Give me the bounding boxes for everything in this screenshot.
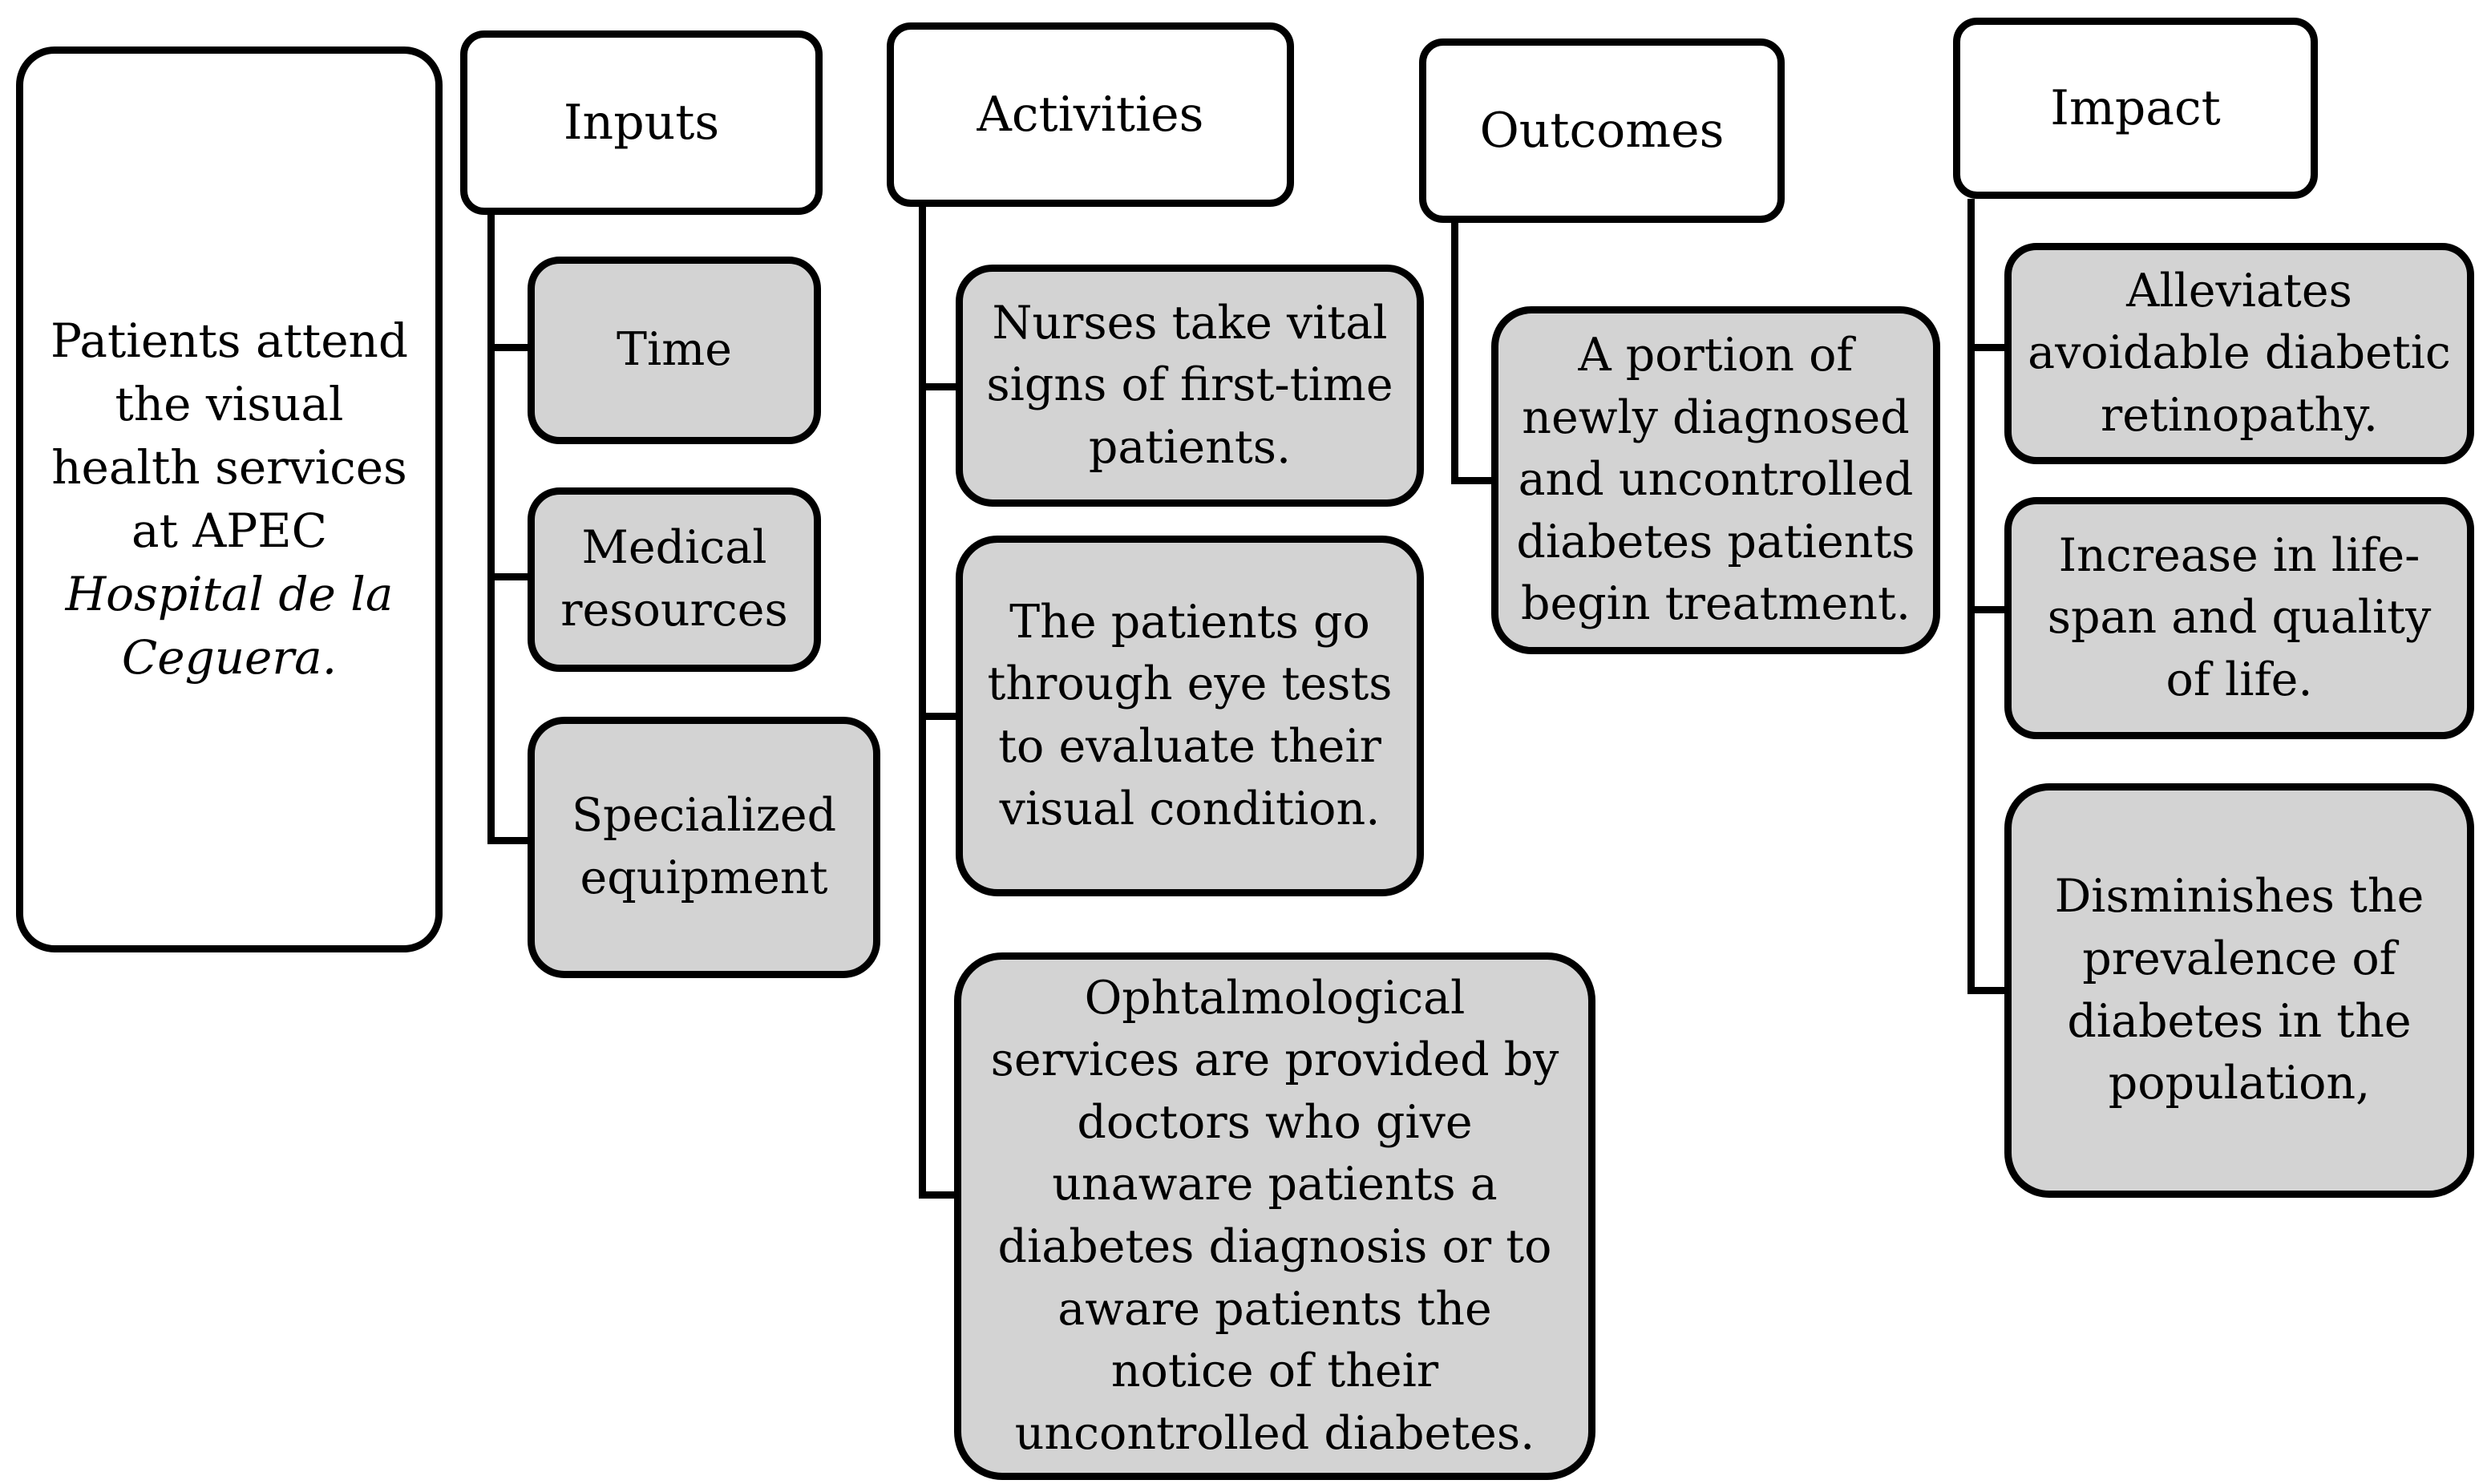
flow-title-text: Patients attend the visual health servic…: [50, 313, 409, 558]
connector-increase-stub: [1967, 606, 2009, 613]
impact-header: Impact: [1953, 18, 2318, 199]
activity-item-eye-tests-label: The patients go through eye tests to eva…: [987, 595, 1393, 835]
connector-specialized-stub: [487, 837, 532, 844]
connector-inputs-vertical: [487, 215, 495, 844]
flow-title-italic-text: Hospital de la Ceguera.: [65, 566, 394, 685]
input-item-medical-resources-label: Medical resources: [560, 521, 788, 637]
outcomes-header-label: Outcomes: [1479, 103, 1725, 159]
connector-alleviates-stub: [1967, 344, 2009, 351]
input-item-time: Time: [528, 257, 821, 444]
inputs-header-label: Inputs: [563, 95, 720, 151]
impact-item-lifespan-label: Increase in life- span and quality of li…: [2047, 528, 2432, 706]
input-item-time-label: Time: [616, 323, 733, 377]
connector-activities-vertical: [919, 207, 926, 1199]
impact-item-lifespan: Increase in life- span and quality of li…: [2004, 497, 2474, 739]
connector-time-stub: [487, 344, 532, 351]
connector-portion-stub: [1451, 477, 1496, 484]
impact-item-prevalence: Disminishes the prevalence of diabetes i…: [2004, 783, 2474, 1198]
activity-item-eye-tests: The patients go through eye tests to eva…: [956, 536, 1424, 896]
activities-header: Activities: [887, 22, 1294, 207]
activities-header-label: Activities: [977, 87, 1204, 143]
connector-medical-stub: [487, 573, 532, 580]
connector-nurses-stub: [919, 383, 960, 390]
input-item-specialized-equipment-label: Specialized equipment: [571, 789, 837, 904]
flow-title-box: Patients attend the visual health servic…: [16, 47, 443, 952]
activity-item-nurses-vital-signs-label: Nurses take vital signs of first-time pa…: [986, 296, 1393, 474]
connector-disminishes-stub: [1967, 987, 2009, 994]
connector-impact-vertical: [1967, 199, 1975, 994]
impact-item-prevalence-label: Disminishes the prevalence of diabetes i…: [2054, 870, 2424, 1110]
activity-item-ophtalmological-services: Ophtalmological services are provided by…: [954, 952, 1595, 1480]
impact-item-retinopathy-label: Alleviates avoidable diabetic retinopath…: [2028, 264, 2451, 442]
input-item-specialized-equipment: Specialized equipment: [528, 717, 880, 978]
connector-eyetests-stub: [919, 713, 960, 720]
outcome-item-begin-treatment: A portion of newly diagnosed and uncontr…: [1491, 306, 1940, 654]
activity-item-nurses-vital-signs: Nurses take vital signs of first-time pa…: [956, 265, 1424, 507]
input-item-medical-resources: Medical resources: [528, 487, 821, 672]
inputs-header: Inputs: [460, 30, 823, 215]
activity-item-ophtalmological-services-label: Ophtalmological services are provided by…: [990, 971, 1559, 1460]
connector-outcomes-vertical: [1451, 223, 1458, 484]
impact-item-retinopathy: Alleviates avoidable diabetic retinopath…: [2004, 243, 2474, 464]
outcomes-header: Outcomes: [1419, 38, 1785, 223]
outcome-item-begin-treatment-label: A portion of newly diagnosed and uncontr…: [1516, 329, 1915, 631]
impact-header-label: Impact: [2050, 80, 2221, 136]
connector-ophtalmo-stub: [919, 1191, 960, 1199]
